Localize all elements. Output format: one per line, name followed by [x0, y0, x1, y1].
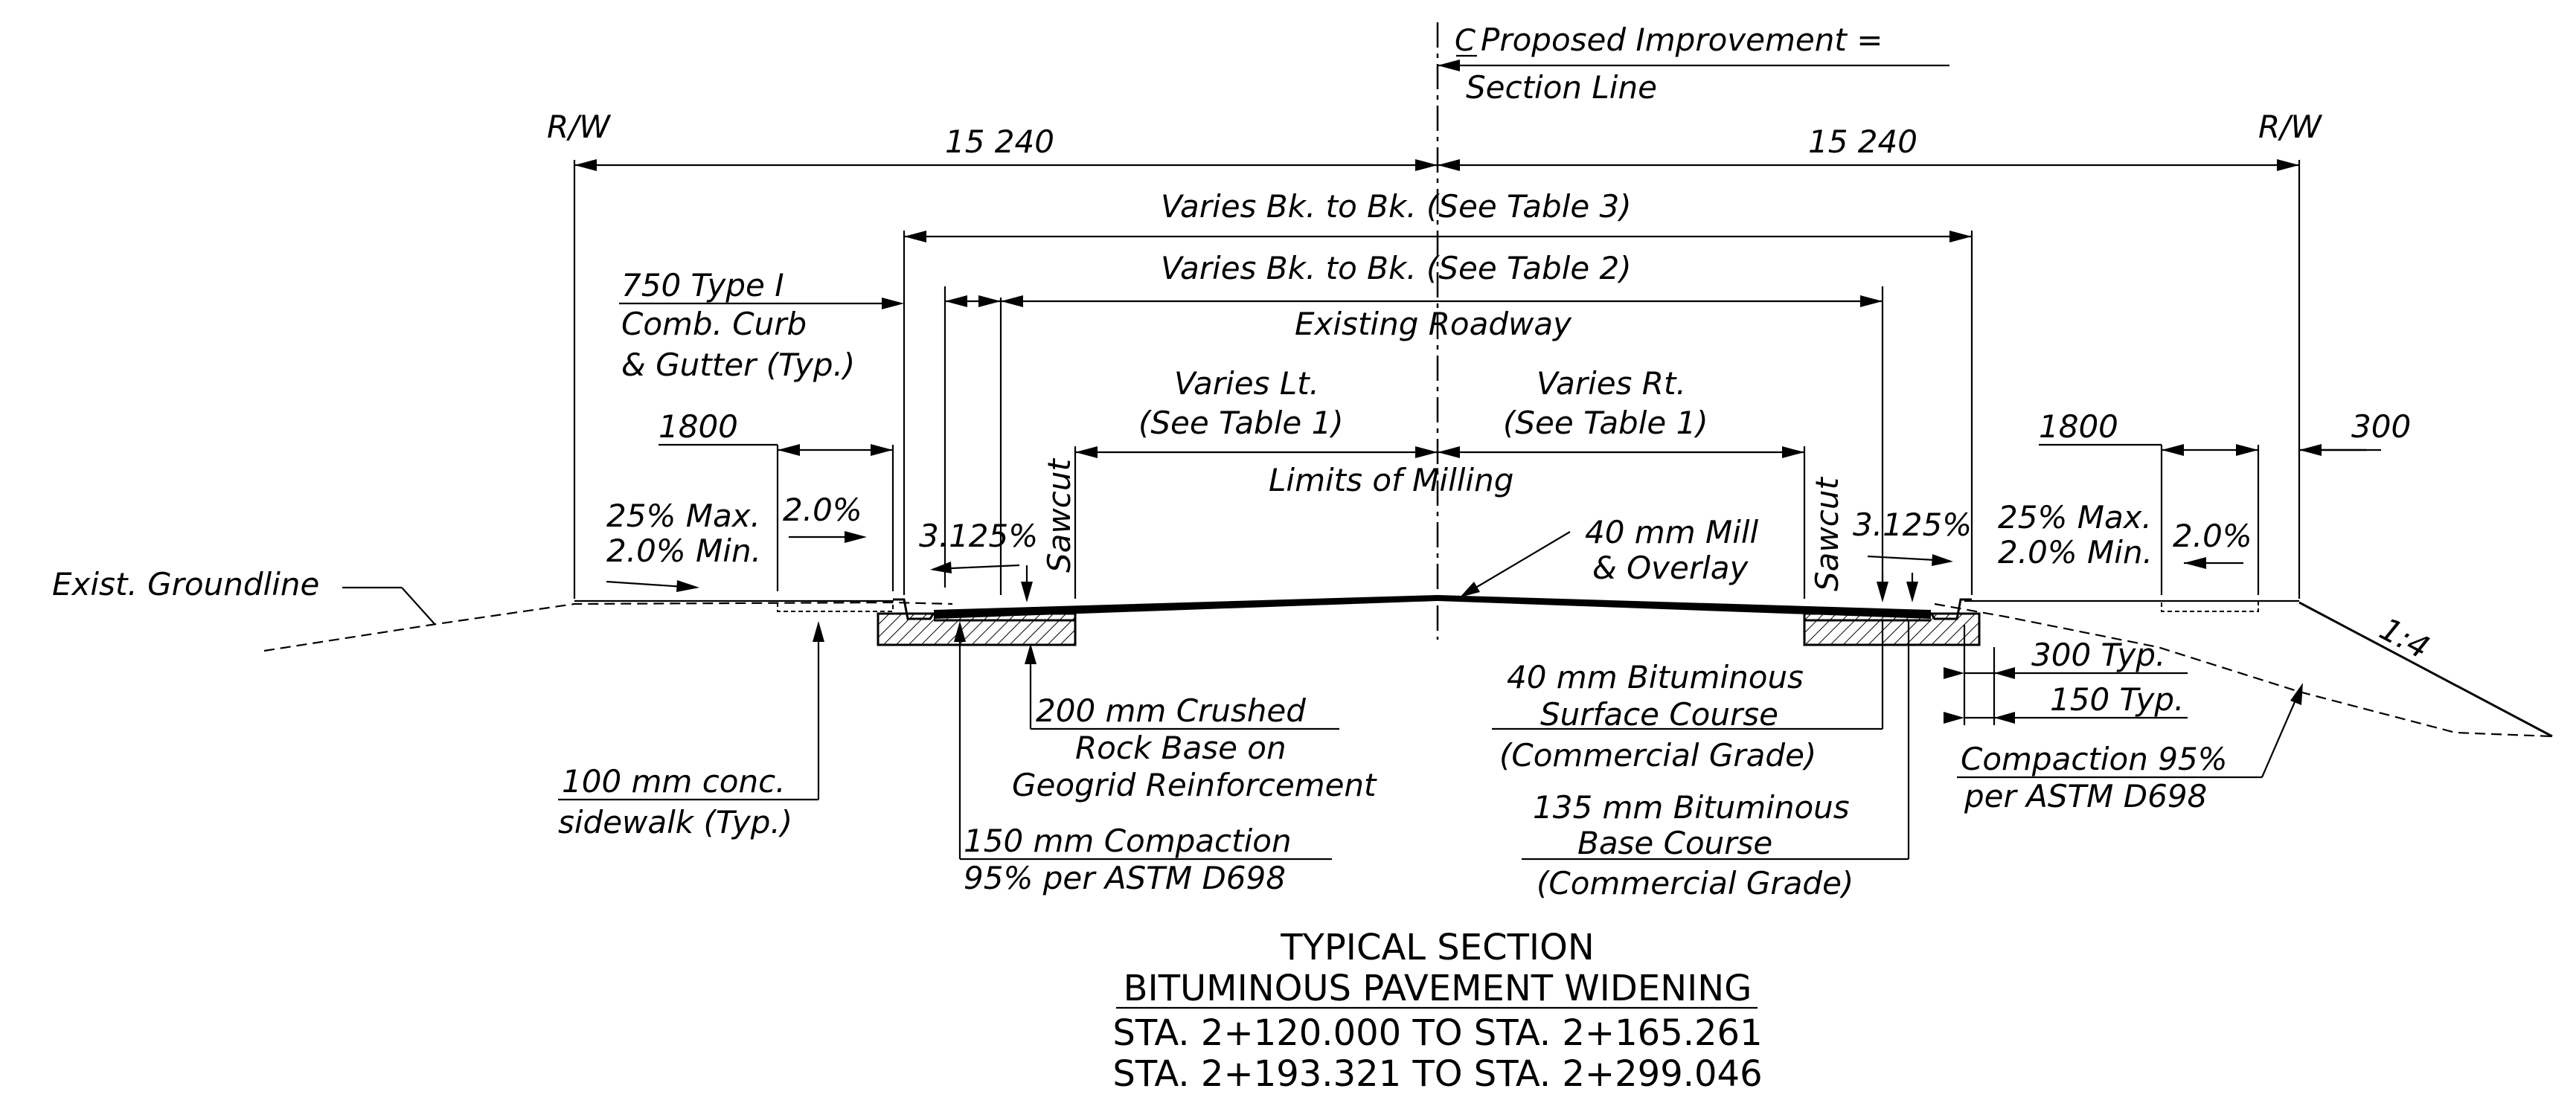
title-block: TYPICAL SECTION BITUMINOUS PAVEMENT WIDE… — [1112, 927, 1762, 1095]
surface-label-2: Surface Course — [1540, 696, 1778, 733]
varies-rt-label-2: (See Table 1) — [1503, 405, 1708, 441]
compaction-right-label-1: Compaction 95% — [1961, 741, 2228, 777]
sawcut-right: Sawcut — [1809, 477, 1845, 591]
base-label-2: Rock Base on — [1075, 730, 1287, 766]
rw-left-label: R/W — [547, 109, 611, 145]
dimension-right-15240: 15 240 — [1808, 123, 1917, 160]
surface-label-3: (Commercial Grade) — [1499, 737, 1816, 774]
dim-1800-right: 1800 — [2039, 408, 2118, 445]
centerline-symbol: C — [1455, 24, 1476, 58]
slope-2-left: 2.0% — [783, 492, 862, 528]
typ-150-label: 150 Typ. — [2050, 681, 2184, 718]
left-sidewalk-dimension — [606, 443, 894, 592]
dimension-left-15240: 15 240 — [945, 123, 1054, 160]
pavement-section — [574, 595, 2299, 646]
compaction-leader — [954, 621, 1332, 861]
sidewalk-label-1: 100 mm conc. — [562, 763, 786, 800]
centerline-label-1: Proposed Improvement = — [1481, 22, 1883, 58]
table3-dimension — [903, 231, 1973, 595]
compaction-right-label-2: per ASTM D698 — [1964, 778, 2207, 814]
dim-1800-left: 1800 — [659, 408, 738, 445]
title-line-1: TYPICAL SECTION — [1280, 927, 1595, 968]
centerline-label-2: Section Line — [1466, 69, 1657, 106]
mill-overlay-label-1: 40 mm Mill — [1585, 514, 1759, 550]
slope-min-left: 2.0% Min. — [606, 533, 761, 569]
base-label-3: Geogrid Reinforcement — [1012, 767, 1377, 803]
cross-slope-right-arrow — [1867, 554, 1953, 602]
compaction-label-2: 95% per ASTM D698 — [964, 860, 1286, 896]
basecourse-label-1: 135 mm Bituminous — [1533, 789, 1850, 826]
basecourse-label-2: Base Course — [1577, 825, 1772, 861]
table2-dimension — [943, 286, 1884, 595]
limits-of-milling-label: Limits of Milling — [1269, 462, 1513, 498]
rw-right-label: R/W — [2258, 109, 2322, 145]
sidewalk-label-2: sidewalk (Typ.) — [558, 804, 792, 840]
curb-label-1: 750 Type I — [621, 267, 784, 303]
milling-dimension — [1074, 446, 1806, 599]
compaction-right-leader — [1957, 683, 2303, 779]
cross-slope-right: 3.125% — [1853, 507, 1972, 543]
mill-overlay-label-2: & Overlay — [1592, 550, 1749, 586]
curb-label-2: Comb. Curb — [621, 306, 807, 342]
varies-lt-label-1: Varies Lt. — [1174, 365, 1319, 402]
existing-roadway-label: Existing Roadway — [1295, 306, 1572, 342]
table3-label: Varies Bk. to Bk. (See Table 3) — [1161, 188, 1632, 225]
title-line-3: STA. 2+120.000 TO STA. 2+165.261 — [1112, 1012, 1762, 1054]
side-slope-label: 1:4 — [2374, 611, 2435, 666]
groundline-label: Exist. Groundline — [52, 566, 319, 602]
centerline: C — [1436, 22, 1949, 640]
base-label-1: 200 mm Crushed — [1036, 692, 1306, 729]
slope-min-right: 2.0% Min. — [1998, 534, 2153, 570]
title-line-4: STA. 2+193.321 TO STA. 2+299.046 — [1112, 1053, 1762, 1095]
cross-slope-left-arrow — [930, 562, 1033, 602]
base-leader — [1025, 643, 1339, 730]
sidewalk-leader — [558, 621, 824, 801]
compaction-label-1: 150 mm Compaction — [964, 823, 1292, 859]
typ-dimensions — [1944, 625, 2188, 725]
basecourse-leader — [1522, 621, 1910, 861]
surface-leader — [1492, 621, 1884, 730]
slope-2-right: 2.0% — [2173, 518, 2252, 554]
varies-lt-label-2: (See Table 1) — [1138, 405, 1344, 441]
cross-slope-left: 3.125% — [919, 518, 1038, 554]
mill-overlay-leader — [1460, 531, 1571, 597]
sawcut-left: Sawcut — [1041, 458, 1077, 573]
curb-callout — [619, 298, 904, 309]
slope-max-right: 25% Max. — [1998, 499, 2152, 536]
title-line-2: BITUMINOUS PAVEMENT WIDENING — [1124, 968, 1752, 1009]
varies-rt-label-1: Varies Rt. — [1537, 365, 1686, 402]
slope-max-left: 25% Max. — [606, 498, 760, 534]
dim-300: 300 — [2351, 408, 2411, 445]
table2-label: Varies Bk. to Bk. (See Table 2) — [1161, 250, 1632, 286]
surface-label-1: 40 mm Bituminous — [1507, 659, 1804, 695]
right-of-way-dimensions — [573, 159, 2301, 599]
existing-groundline — [263, 586, 2553, 738]
basecourse-label-3: (Commercial Grade) — [1537, 865, 1853, 901]
typ-300-label: 300 Typ. — [2031, 637, 2165, 673]
right-sidewalk-dimension — [2039, 443, 2381, 595]
curb-label-3: & Gutter (Typ.) — [621, 347, 855, 383]
